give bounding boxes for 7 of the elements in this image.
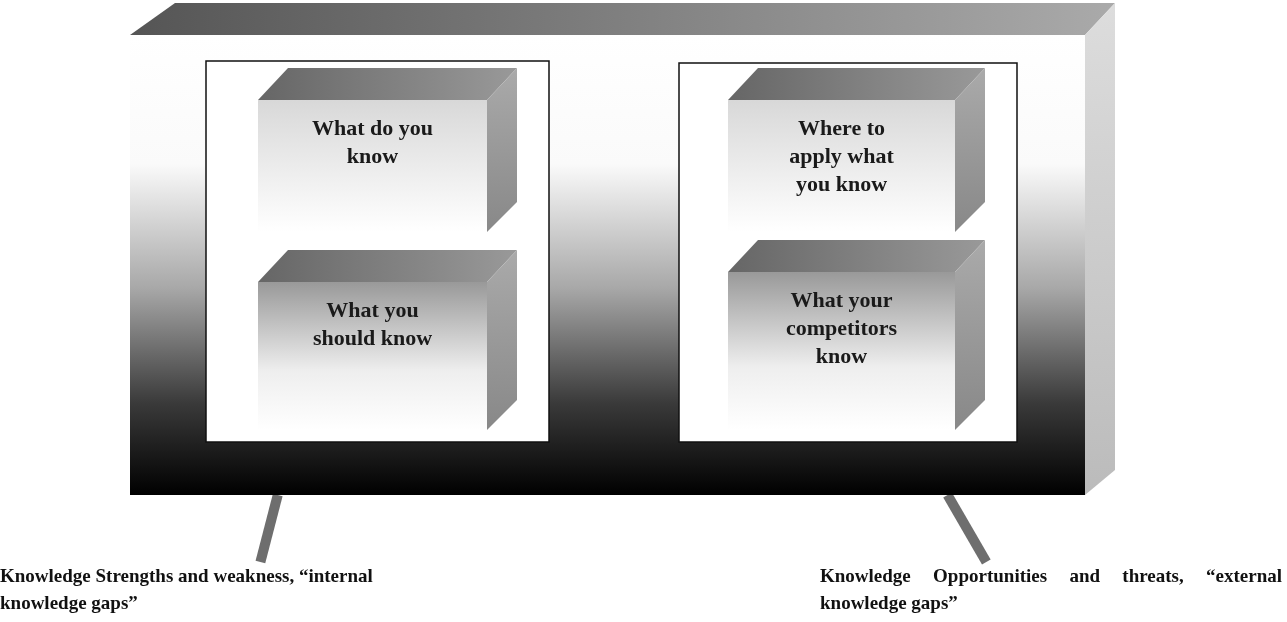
- callout-tail: [255, 493, 283, 564]
- block-label: What you should know: [311, 296, 434, 352]
- block-label: What do you know: [310, 114, 434, 170]
- block-label: What your competitors know: [784, 286, 899, 370]
- block-label: Where to apply what you know: [788, 114, 895, 198]
- caption-text: Knowledge Strengths and weakness, “internal knowledge gaps”: [0, 562, 420, 616]
- caption-text: Knowledge Opportunities and threats, “external knowledge gaps”: [820, 562, 1282, 616]
